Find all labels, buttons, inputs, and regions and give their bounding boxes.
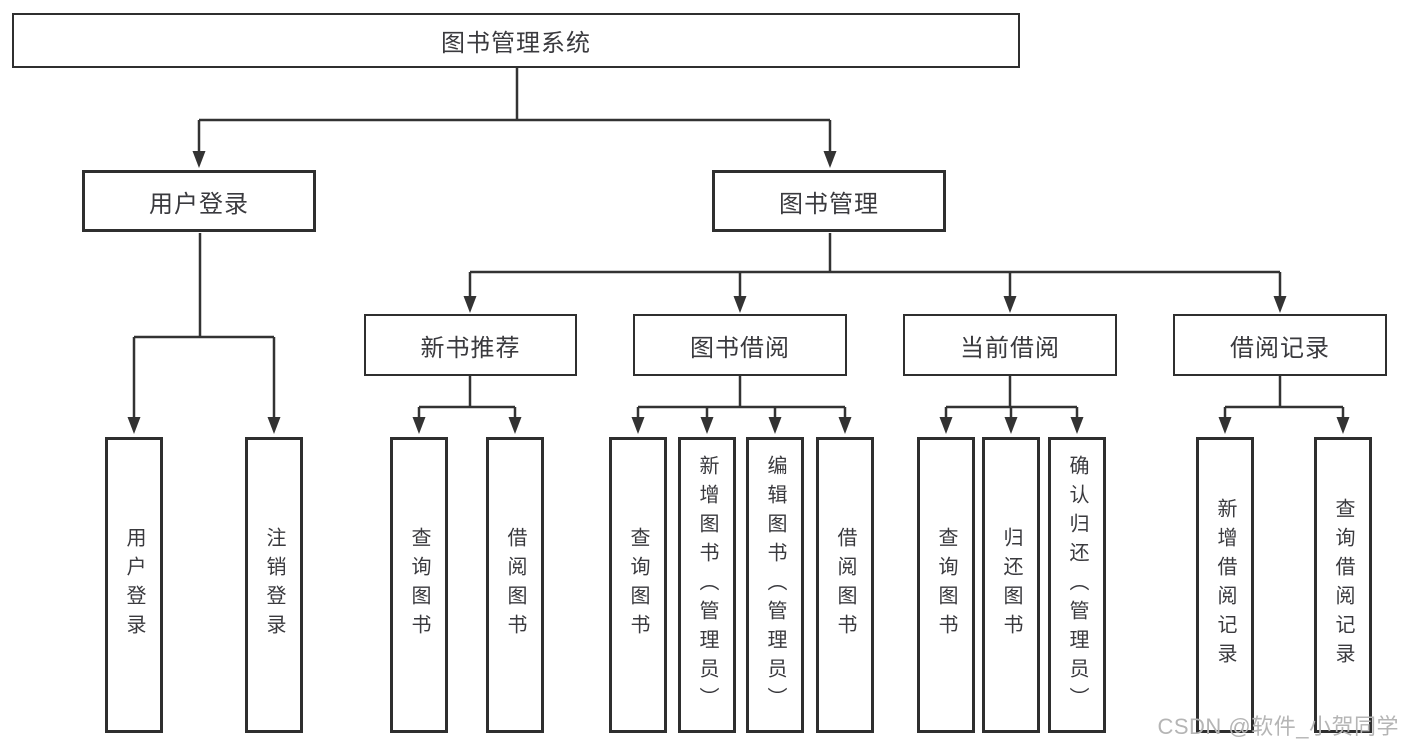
node-current-borrowing: 当前借阅 — [903, 314, 1117, 376]
node-label: 查询图书 — [408, 527, 430, 643]
node-label: 查询借阅记录 — [1332, 498, 1354, 672]
csdn-watermark: CSDN @软件_小贺同学 — [1157, 714, 1399, 739]
node-label: 借阅记录 — [1230, 334, 1330, 362]
node-label: 编辑图书（管理员） — [764, 454, 786, 716]
node-return-book: 归还图书 — [982, 437, 1040, 733]
node-label: 新增图书（管理员） — [696, 454, 718, 716]
node-label: 新书推荐 — [420, 334, 521, 362]
node-label: 新增借阅记录 — [1214, 498, 1236, 672]
node-query-books-recommend: 查询图书 — [390, 437, 448, 733]
node-label: 用户登录 — [149, 190, 249, 218]
node-borrowing-records: 借阅记录 — [1173, 314, 1387, 376]
node-label: 当前借阅 — [960, 334, 1060, 362]
node-label: 借阅图书 — [504, 527, 526, 643]
node-user-login: 用户登录 — [82, 170, 316, 232]
node-label: 借阅图书 — [834, 527, 856, 643]
node-book-borrowing: 图书借阅 — [633, 314, 847, 376]
node-new-book-recommend: 新书推荐 — [364, 314, 577, 376]
node-add-book-admin: 新增图书（管理员） — [678, 437, 736, 733]
node-library-system-root: 图书管理系统 — [12, 13, 1020, 68]
node-borrow-books-leaf: 借阅图书 — [816, 437, 874, 733]
arrowheads — [127, 151, 1350, 434]
node-label: 图书管理 — [779, 190, 879, 218]
node-label: 图书借阅 — [690, 334, 790, 362]
node-label: 归还图书 — [1000, 527, 1022, 643]
node-edit-book-admin: 编辑图书（管理员） — [746, 437, 804, 733]
node-user-login-leaf: 用户登录 — [105, 437, 163, 733]
node-query-borrow-record: 查询借阅记录 — [1314, 437, 1372, 733]
node-book-management: 图书管理 — [712, 170, 946, 232]
node-label: 查询图书 — [627, 527, 649, 643]
node-confirm-return-admin: 确认归还（管理员） — [1048, 437, 1106, 733]
node-label: 图书管理系统 — [441, 30, 591, 57]
node-label: 注销登录 — [263, 527, 285, 643]
node-label: 用户登录 — [123, 527, 145, 643]
node-add-borrow-record: 新增借阅记录 — [1196, 437, 1254, 733]
node-label: 查询图书 — [935, 527, 957, 643]
node-logout: 注销登录 — [245, 437, 303, 733]
node-query-books-current: 查询图书 — [917, 437, 975, 733]
node-query-books-borrow: 查询图书 — [609, 437, 667, 733]
node-borrow-books-recommend: 借阅图书 — [486, 437, 544, 733]
node-label: 确认归还（管理员） — [1066, 454, 1088, 716]
